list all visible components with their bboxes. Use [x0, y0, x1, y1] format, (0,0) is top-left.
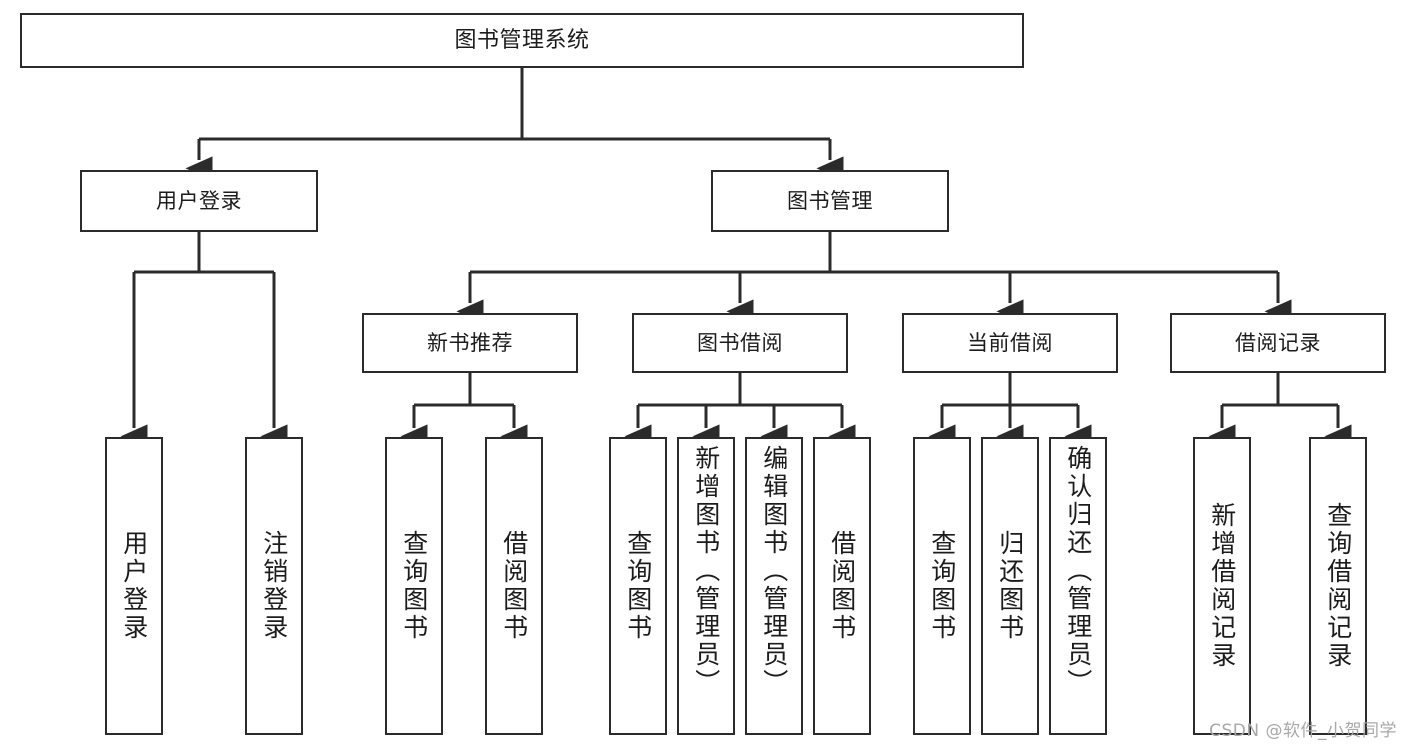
leaf-return-book[interactable]: 归还图书 — [981, 437, 1039, 735]
node-label: 借阅图书 — [499, 530, 529, 642]
node-label: 查询图书 — [623, 530, 653, 642]
node-new-book-recommend[interactable]: 新书推荐 — [362, 313, 578, 373]
leaf-borrow-book-recommend[interactable]: 借阅图书 — [485, 437, 543, 735]
node-label: 查询图书 — [927, 530, 957, 642]
leaf-add-book-admin[interactable]: 新增图书（管理员） — [677, 437, 735, 735]
node-label: 查询借阅记录 — [1323, 502, 1353, 670]
node-label: 确认归还（管理员） — [1063, 445, 1093, 697]
node-borrow-record[interactable]: 借阅记录 — [1170, 313, 1386, 373]
leaf-user-login[interactable]: 用户登录 — [105, 437, 163, 735]
node-label: 当前借阅 — [967, 330, 1053, 355]
node-book-borrow[interactable]: 图书借阅 — [632, 313, 848, 373]
leaf-edit-book-admin[interactable]: 编辑图书（管理员） — [745, 437, 803, 735]
node-label: 借阅记录 — [1235, 330, 1321, 355]
node-book-manage[interactable]: 图书管理 — [711, 170, 949, 232]
node-label: 图书管理 — [787, 188, 873, 213]
leaf-query-borrow-record[interactable]: 查询借阅记录 — [1309, 437, 1367, 735]
leaf-query-book-recommend[interactable]: 查询图书 — [385, 437, 443, 735]
leaf-borrow-book[interactable]: 借阅图书 — [813, 437, 871, 735]
node-label: 新书推荐 — [427, 330, 513, 355]
leaf-logout-login[interactable]: 注销登录 — [245, 437, 303, 735]
node-label: 新增借阅记录 — [1207, 502, 1237, 670]
node-label: 借阅图书 — [827, 530, 857, 642]
leaf-query-book-current[interactable]: 查询图书 — [913, 437, 971, 735]
node-label: 编辑图书（管理员） — [759, 445, 789, 697]
node-label: 新增图书（管理员） — [691, 445, 721, 697]
node-label: 图书管理系统 — [454, 27, 590, 53]
node-label: 用户登录 — [156, 188, 242, 213]
node-root-system[interactable]: 图书管理系统 — [20, 13, 1024, 68]
node-current-borrow[interactable]: 当前借阅 — [902, 313, 1118, 373]
node-label: 图书借阅 — [697, 330, 783, 355]
node-label: 查询图书 — [399, 530, 429, 642]
leaf-add-borrow-record[interactable]: 新增借阅记录 — [1193, 437, 1251, 735]
csdn-watermark: CSDN @软件_小贺同学 — [1209, 721, 1397, 741]
leaf-query-book-borrow[interactable]: 查询图书 — [609, 437, 667, 735]
node-user-login[interactable]: 用户登录 — [80, 170, 318, 232]
node-label: 用户登录 — [119, 530, 149, 642]
node-label: 注销登录 — [259, 530, 289, 642]
node-label: 归还图书 — [995, 530, 1025, 642]
leaf-confirm-return-admin[interactable]: 确认归还（管理员） — [1049, 437, 1107, 735]
